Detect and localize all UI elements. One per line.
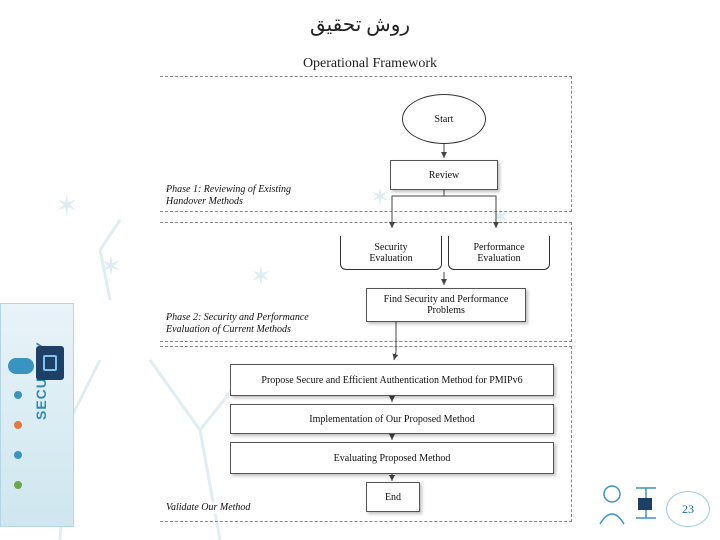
phase-2-box [160, 222, 572, 342]
network-lock-icon [599, 485, 656, 525]
svg-text:✶: ✶ [250, 262, 272, 292]
start-node: Start [402, 94, 486, 144]
people-icons [6, 385, 30, 505]
phase-3-label: Validate Our Method [166, 502, 251, 514]
phase-3-box [160, 346, 572, 522]
framework-title: Operational Framework [302, 56, 438, 71]
page-number: 23 [666, 491, 710, 527]
cloud-icon [8, 358, 34, 374]
review-node: Review [390, 160, 498, 190]
end-node: End [366, 482, 420, 512]
propose-method-node: Propose Secure and Efficient Authenticat… [230, 364, 554, 396]
flow-connectors [389, 144, 499, 481]
security-banner [0, 303, 74, 527]
evaluating-node: Evaluating Proposed Method [230, 442, 554, 474]
implementation-node: Implementation of Our Proposed Method [230, 404, 554, 434]
svg-text:✶: ✶ [370, 183, 390, 211]
lock-icon [36, 346, 64, 380]
svg-text:✶: ✶ [100, 252, 122, 282]
phase-1-box [160, 76, 572, 212]
slide-title: روش تحقیق [309, 14, 411, 36]
svg-text:✶: ✶ [55, 189, 78, 222]
